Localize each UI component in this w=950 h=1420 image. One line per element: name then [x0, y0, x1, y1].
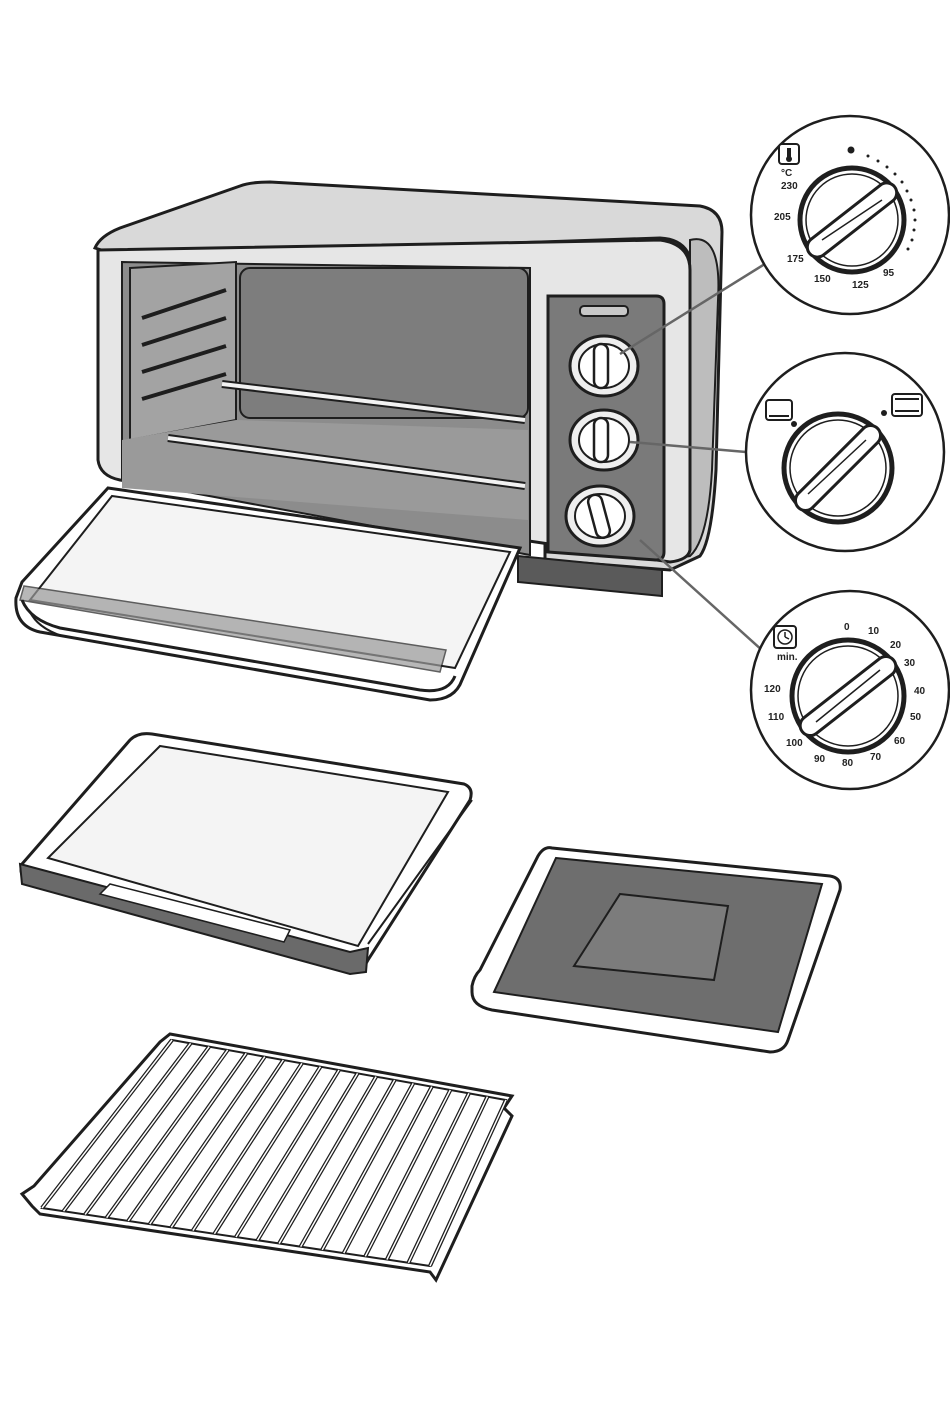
toaster-oven	[16, 182, 722, 700]
timer-mark-10: 10	[868, 626, 880, 637]
timer-mark-110: 110	[768, 712, 785, 723]
timer-mark-30: 30	[904, 658, 916, 669]
wire-rack-bar-highlight	[214, 1067, 320, 1234]
wire-rack-bar-highlight	[193, 1063, 302, 1230]
baking-tray	[20, 734, 472, 974]
wire-rack-bar-highlight	[408, 1097, 487, 1263]
function-pointer-left	[791, 421, 797, 427]
temp-mark-150: 150	[814, 274, 831, 285]
temp-mark-205: 205	[774, 212, 791, 223]
wire-rack-bar-highlight	[301, 1080, 395, 1247]
wire-rack-bar-highlight	[236, 1070, 339, 1237]
oven-left-wall	[130, 262, 236, 440]
timer-mark-90: 90	[814, 754, 826, 765]
wire-rack-bar-highlight	[150, 1057, 265, 1224]
timer-mark-100: 100	[786, 738, 803, 749]
timer-mark-0: 0	[844, 622, 850, 633]
wire-rack	[22, 1034, 512, 1280]
temp-mark-230: 230	[781, 181, 798, 192]
timer-dial-callout: min. 0 10 20 30 40 50 60 70 80 90 100 11…	[751, 591, 949, 789]
timer-mark-70: 70	[870, 752, 882, 763]
timer-knob[interactable]	[566, 486, 634, 546]
temp-mark-125: 125	[852, 280, 869, 291]
bottom-heat-icon	[766, 400, 792, 420]
wire-rack-bar-highlight	[171, 1060, 283, 1227]
temp-mark-95: 95	[883, 268, 895, 279]
wire-rack-bar-highlight	[365, 1090, 450, 1256]
oven-back-wall	[240, 268, 528, 418]
temperature-dial-callout: °C 230 205 175 150 125 95	[751, 116, 949, 314]
wire-rack-bar-highlight	[430, 1100, 506, 1266]
timer-mark-50: 50	[910, 712, 922, 723]
temperature-unit: °C	[781, 168, 792, 179]
function-knob[interactable]	[570, 410, 638, 470]
top-bottom-heat-icon	[892, 394, 922, 416]
thermometer-icon	[779, 144, 799, 164]
function-dial-callout	[746, 353, 944, 551]
temp-mark-175: 175	[787, 254, 804, 265]
drip-pan	[472, 848, 840, 1052]
timer-mark-40: 40	[914, 686, 926, 697]
indicator-light	[580, 306, 628, 316]
timer-mark-20: 20	[890, 640, 902, 651]
timer-unit: min.	[777, 652, 798, 663]
function-pointer-right	[881, 410, 887, 416]
timer-mark-60: 60	[894, 736, 906, 747]
clock-icon	[774, 626, 796, 648]
timer-mark-120: 120	[764, 684, 781, 695]
timer-mark-80: 80	[842, 758, 854, 769]
temperature-knob[interactable]	[570, 336, 638, 396]
